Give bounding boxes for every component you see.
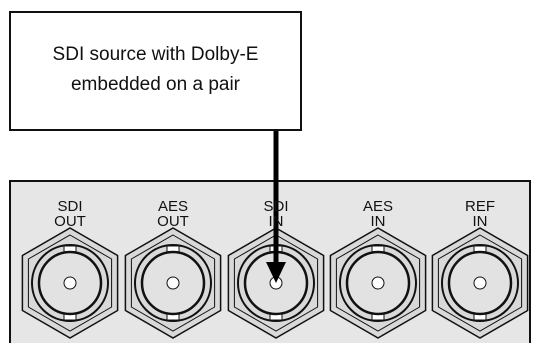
connector-center-pin xyxy=(473,276,487,290)
port-label-line-1: SDI xyxy=(57,198,83,215)
signal-arrow-head xyxy=(266,262,286,283)
port-label-ref-in: REF IN xyxy=(440,199,520,229)
callout-text: SDI source with Dolby-E embedded on a pa… xyxy=(10,40,301,100)
connector-hex-inner xyxy=(27,234,113,332)
port-label-sdi-in: SDI IN xyxy=(236,199,316,229)
connector-center-pin xyxy=(166,276,180,290)
connector-hex-inner xyxy=(233,234,319,332)
connector-hex-inner xyxy=(335,234,421,332)
connector-center-pin xyxy=(63,276,77,290)
connector-hex-inner xyxy=(437,234,523,332)
port-label-line-1: AES xyxy=(157,198,188,215)
port-label-line-1: REF xyxy=(465,198,495,215)
callout-line-1: SDI source with Dolby-E xyxy=(52,44,259,65)
connector-hex-inner xyxy=(130,234,216,332)
port-label-line-1: AES xyxy=(362,198,393,215)
port-label-sdi-out: SDI OUT xyxy=(30,199,110,229)
port-label-aes-in: AES IN xyxy=(338,199,418,229)
bnc-connector-aes-out xyxy=(124,227,222,339)
port-label-aes-out: AES OUT xyxy=(133,199,213,229)
port-label-line-2: IN xyxy=(370,213,386,230)
bnc-connector-sdi-out xyxy=(21,227,119,339)
connector-center-pin xyxy=(371,276,385,290)
port-label-line-2: OUT xyxy=(157,213,189,230)
port-label-line-2: IN xyxy=(268,213,284,230)
port-label-line-2: IN xyxy=(472,213,488,230)
callout-box xyxy=(9,11,302,131)
port-label-line-1: SDI xyxy=(263,198,289,215)
port-label-line-2: OUT xyxy=(54,213,86,230)
bnc-connector-aes-in xyxy=(329,227,427,339)
bnc-connector-ref-in xyxy=(431,227,529,339)
callout-line-2: embedded on a pair xyxy=(70,74,240,95)
